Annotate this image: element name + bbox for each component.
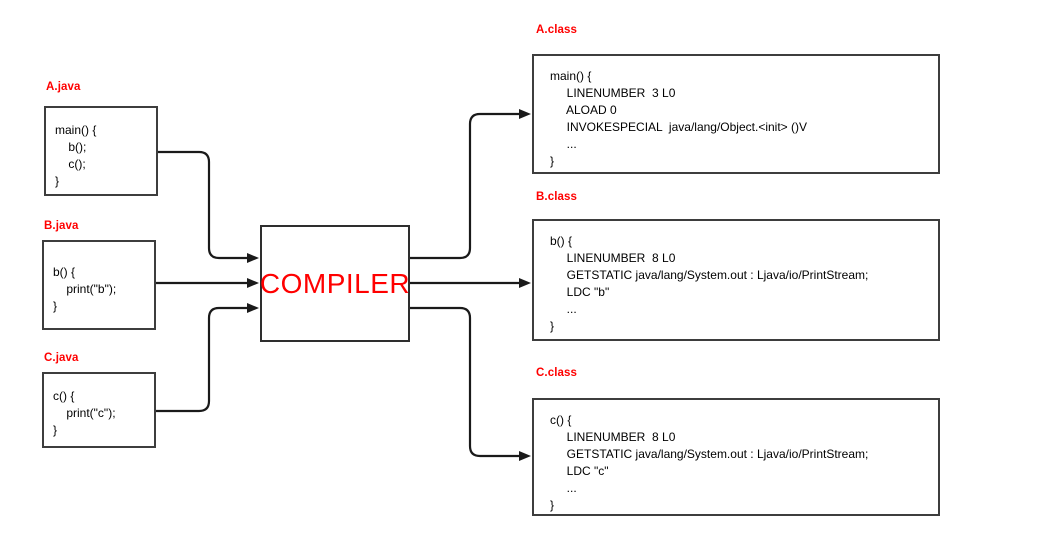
code-line: b() { <box>550 234 573 248</box>
box-a-class: main() { LINENUMBER 3 L0 ALOAD 0 INVOKES… <box>532 54 940 174</box>
arrowhead-into-compiler-c <box>247 303 259 313</box>
arrowhead-into-c-class <box>519 451 531 461</box>
box-c-class: c() { LINENUMBER 8 L0 GETSTATIC java/lan… <box>532 398 940 516</box>
code-line: c(); <box>55 157 86 171</box>
arrowhead-into-b-class <box>519 278 531 288</box>
label-b-class: B.class <box>536 191 577 203</box>
code-line: main() { <box>550 69 592 83</box>
box-compiler: COMPILER <box>260 225 410 342</box>
code-line: c() { <box>53 389 75 403</box>
label-c-java: C.java <box>44 352 79 364</box>
code-line: ... <box>550 137 577 151</box>
code-line: } <box>53 299 58 313</box>
label-b-java: B.java <box>44 220 79 232</box>
code-line: GETSTATIC java/lang/System.out : Ljava/i… <box>550 268 869 282</box>
code-line: LINENUMBER 8 L0 <box>550 430 676 444</box>
arrow-c-java-to-compiler <box>156 306 248 413</box>
compiler-title: COMPILER <box>259 267 411 299</box>
code-line: ALOAD 0 <box>550 103 617 117</box>
box-b-class: b() { LINENUMBER 8 L0 GETSTATIC java/lan… <box>532 219 940 341</box>
code-line: print("b"); <box>53 282 117 296</box>
code-line: } <box>53 423 58 437</box>
code-line: INVOKESPECIAL java/lang/Object.<init> ()… <box>550 120 807 134</box>
label-c-class: C.class <box>536 367 577 379</box>
code-line: GETSTATIC java/lang/System.out : Ljava/i… <box>550 447 869 461</box>
code-line: LINENUMBER 3 L0 <box>550 86 676 100</box>
code-line: LDC "c" <box>550 464 609 478</box>
arrow-compiler-to-a-class <box>410 112 520 260</box>
code-line: } <box>55 174 60 188</box>
arrowhead-into-compiler-a <box>247 253 259 263</box>
arrow-compiler-to-c-class <box>410 306 520 458</box>
code-line: print("c"); <box>53 406 116 420</box>
code-line: main() { <box>55 123 97 137</box>
code-line: LDC "b" <box>550 285 610 299</box>
code-line: } <box>550 498 555 512</box>
label-a-java: A.java <box>46 81 81 93</box>
label-a-class: A.class <box>536 24 577 36</box>
box-a-java: main() { b(); c(); } <box>44 106 158 196</box>
code-line: b() { <box>53 265 76 279</box>
arrow-a-java-to-compiler <box>158 150 248 260</box>
code-line: LINENUMBER 8 L0 <box>550 251 676 265</box>
code-line: b(); <box>55 140 87 154</box>
box-b-java: b() { print("b"); } <box>42 240 156 330</box>
code-line: } <box>550 154 555 168</box>
code-line: } <box>550 319 555 333</box>
code-line: ... <box>550 302 577 316</box>
box-c-java: c() { print("c"); } <box>42 372 156 448</box>
arrowhead-into-compiler-b <box>247 278 259 288</box>
code-line: ... <box>550 481 577 495</box>
arrowhead-into-a-class <box>519 109 531 119</box>
code-line: c() { <box>550 413 572 427</box>
